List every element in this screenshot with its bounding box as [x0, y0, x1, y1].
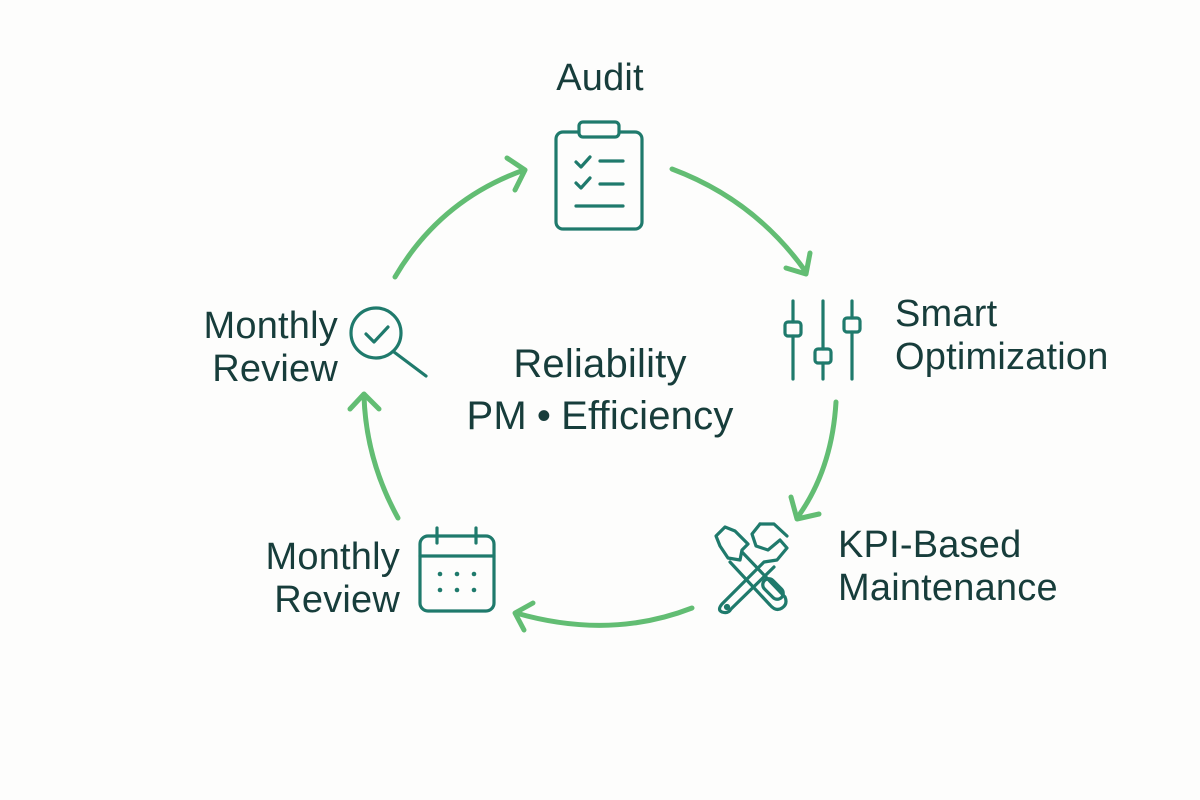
- center-title-line1: Reliability: [513, 342, 687, 386]
- step-label-kpi-maintenance: KPI-Based Maintenance: [838, 524, 1058, 609]
- step-label-line: KPI-Based: [838, 524, 1022, 566]
- step-label-monthly-review-search: Monthly Review: [140, 305, 338, 390]
- step-label-line: Optimization: [895, 335, 1109, 378]
- arrow-smart-to-kpi: [788, 399, 839, 522]
- center-title: Reliability PM•Efficiency: [430, 338, 770, 442]
- arrow-kpi-to-calendar: [512, 600, 695, 633]
- step-label-line: Review: [274, 578, 400, 621]
- step-label-smart-optimization: Smart Optimization: [895, 293, 1109, 378]
- center-efficiency: Efficiency: [561, 394, 734, 438]
- arrow-search-to-audit: [392, 155, 528, 280]
- step-label-line: Monthly: [203, 305, 338, 347]
- arrow-calendar-to-search: [347, 391, 401, 521]
- step-label-line: Review: [212, 347, 338, 390]
- center-title-line2: PM•Efficiency: [430, 390, 770, 442]
- step-label-line: Maintenance: [838, 566, 1058, 609]
- calendar-icon: [418, 526, 496, 613]
- center-separator: •: [536, 394, 552, 438]
- tools-icon: [714, 522, 789, 615]
- step-label-line: Smart: [895, 293, 998, 335]
- step-label-monthly-review-calendar: Monthly Review: [200, 536, 400, 621]
- center-pm: PM: [466, 394, 527, 438]
- sliders-icon: [783, 299, 862, 381]
- search-check-icon: [349, 306, 428, 378]
- arrow-audit-to-smart: [669, 166, 813, 277]
- step-label-audit: Audit: [500, 57, 700, 100]
- clipboard-check-icon: [554, 120, 644, 231]
- step-label-line: Monthly: [265, 536, 400, 578]
- step-label-line: Audit: [556, 57, 644, 99]
